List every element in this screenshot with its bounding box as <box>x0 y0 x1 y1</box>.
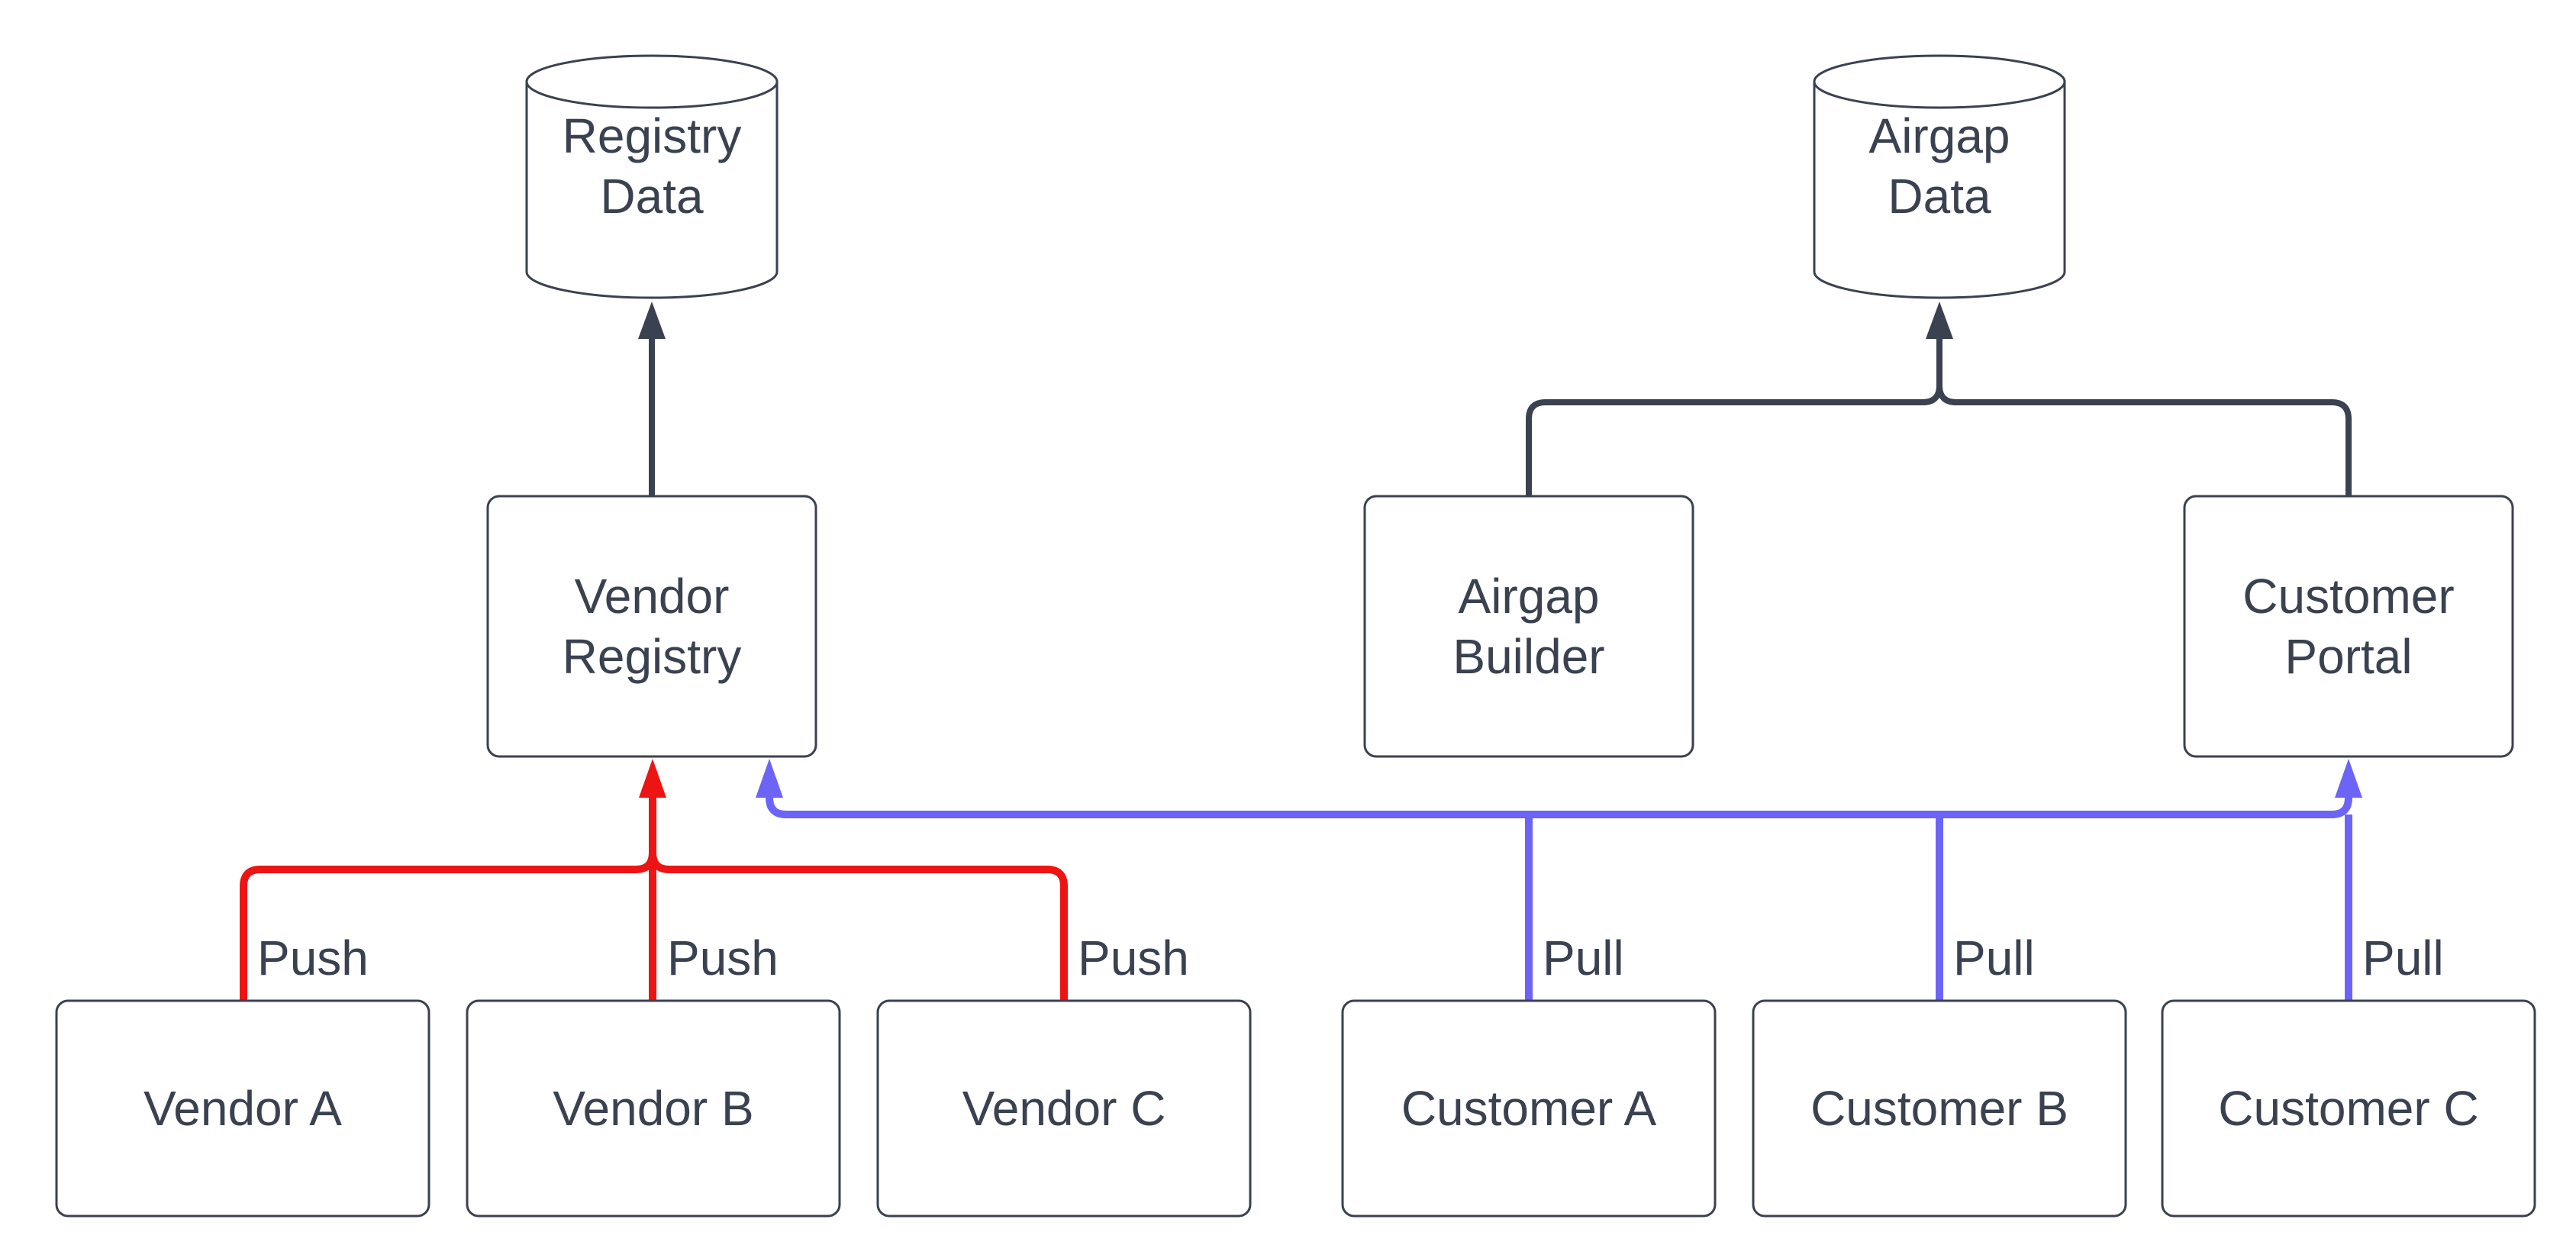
node-customer-a-shape <box>1341 999 1717 1218</box>
node-label-vendor-a: Vendor A <box>143 1080 342 1136</box>
node-label-vendor-b: Vendor B <box>553 1080 754 1136</box>
edge-label-pull-customer-b: Pull <box>1953 931 2035 985</box>
node-customer-portal-shape <box>2183 495 2514 758</box>
edge-label-push-vendor-a: Push <box>257 931 369 985</box>
arrowhead-up-blue <box>756 759 783 798</box>
arrowhead-up-dark <box>1926 302 1953 339</box>
arrowhead-up-red <box>639 759 666 798</box>
node-label-registry-data: Registry Data <box>562 108 742 224</box>
node-label-vendor-c: Vendor C <box>962 1080 1166 1136</box>
node-vendor-registry-shape <box>486 495 817 758</box>
node-registry-data-shape <box>525 54 779 299</box>
edge-pull-bus <box>756 759 2362 818</box>
edge-label-pull-customer-c: Pull <box>2362 931 2444 985</box>
node-vendor-c-shape <box>876 999 1252 1218</box>
node-customer-b-shape <box>1752 999 2127 1218</box>
edge-customer-portal-to-airgap-data <box>1926 302 2352 496</box>
arrowhead-up-blue <box>2335 759 2362 798</box>
node-vendor-b-shape <box>466 999 841 1218</box>
node-label-customer-a: Customer A <box>1401 1080 1657 1136</box>
node-vendor-a-shape <box>55 999 430 1218</box>
edge-label-push-vendor-b: Push <box>667 931 779 985</box>
node-label-airgap-builder: Airgap Builder <box>1452 569 1605 684</box>
arrowhead-up-dark <box>638 302 666 339</box>
node-label-vendor-registry: Vendor Registry <box>562 569 742 684</box>
node-airgap-data-shape <box>1813 54 2066 299</box>
edge-vendor-registry-to-registry-data <box>638 302 666 496</box>
node-label-customer-c: Customer C <box>2218 1080 2479 1136</box>
edge-label-pull-customer-a: Pull <box>1543 931 1624 985</box>
node-label-customer-portal: Customer Portal <box>2242 569 2455 684</box>
node-label-airgap-data: Airgap Data <box>1868 108 2010 224</box>
node-label-customer-b: Customer B <box>1810 1080 2068 1136</box>
node-airgap-builder-shape <box>1363 495 1694 758</box>
edge-airgap-builder-to-airgap-data <box>1526 337 1942 496</box>
edge-vendor-b-push <box>639 759 666 1001</box>
node-customer-c-shape <box>2161 999 2536 1218</box>
edge-label-push-vendor-c: Push <box>1078 931 1189 985</box>
